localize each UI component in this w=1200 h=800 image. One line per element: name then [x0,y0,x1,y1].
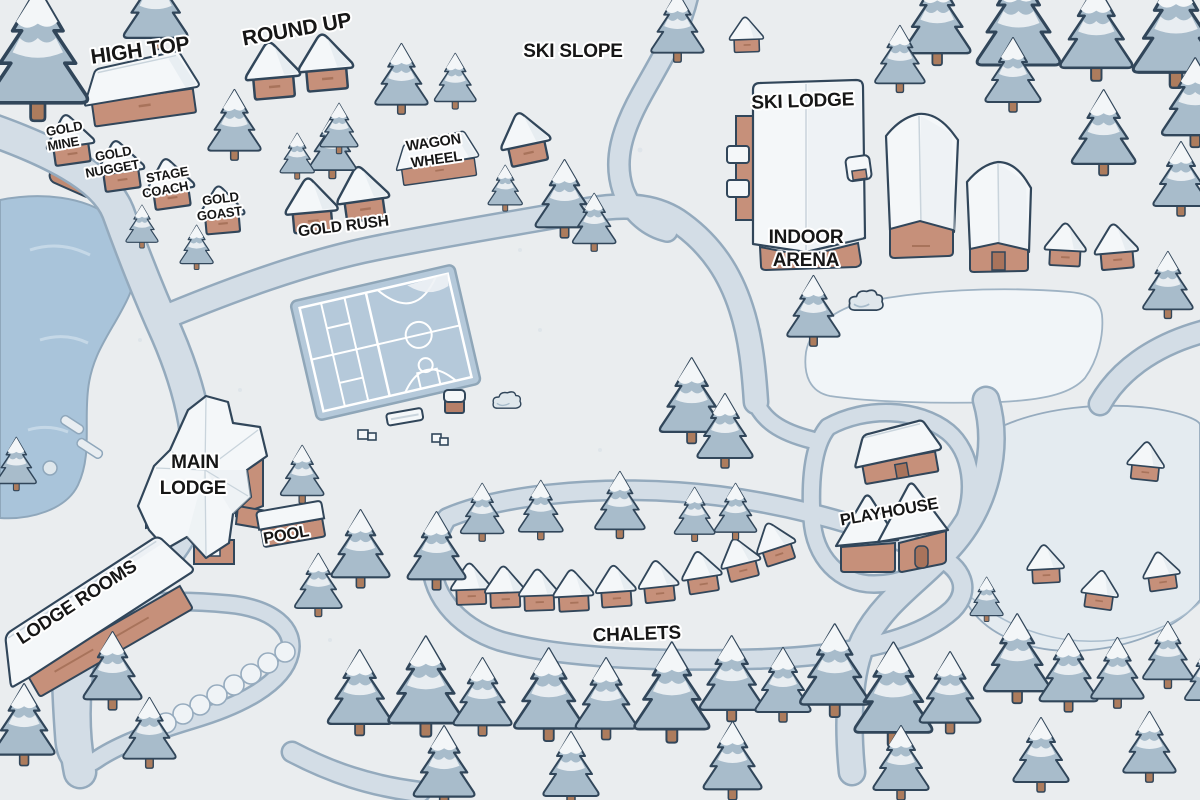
label-chalets: CHALETS [592,622,681,646]
building-playhouse-hall [834,482,950,574]
sports-field [804,288,1104,404]
building-pool [255,500,326,548]
lake-shore-planks [42,414,104,476]
trash-can [443,389,466,414]
building-lodge-rooms [4,536,195,697]
label-main-lodge-1: MAIN [171,452,219,473]
building-playhouse-barn [854,419,943,485]
main-lodge-roof [136,394,269,560]
label-main-lodge-2: LODGE [160,478,227,499]
label-indoor-arena-2: ARENA [773,250,840,271]
building-ski-lodge [726,78,873,272]
sports-court [289,264,482,421]
lake [0,195,137,520]
label-ski-slope: SKI SLOPE [523,41,623,62]
label-indoor-arena-1: INDOOR [769,227,844,248]
label-ski-lodge: SKI LODGE [751,89,854,114]
building-main-lodge [136,394,286,565]
label-gold-goast-1: GOLD [201,189,239,208]
building-hall-east [965,160,1033,274]
building-hall-west [884,112,960,260]
crates [357,429,449,446]
indoor-arena-front [758,241,863,272]
bench [385,407,425,427]
